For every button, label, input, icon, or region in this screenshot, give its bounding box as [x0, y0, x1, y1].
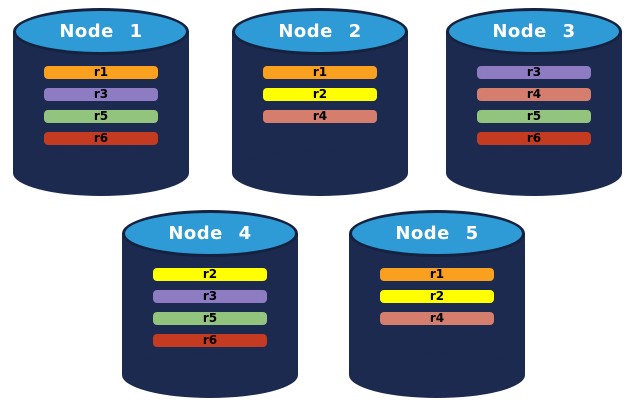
- node-title: Node 4: [168, 223, 252, 244]
- replica-label: r6: [526, 131, 542, 145]
- cylinder-bottom: [122, 352, 298, 398]
- replica-label: r6: [93, 131, 109, 145]
- node-title: Node 3: [492, 21, 576, 42]
- replica-label: r6: [202, 333, 218, 347]
- cylinder-top-ellipse: Node 5: [349, 210, 525, 257]
- replica-bar: r1: [380, 268, 494, 281]
- replica-bar: r3: [153, 290, 267, 303]
- replica-bar: r2: [380, 290, 494, 303]
- replica-bar: r3: [44, 88, 158, 101]
- replica-label: r3: [93, 87, 109, 101]
- node-cylinder-1: Node 1 r1 r3 r5 r6: [13, 8, 189, 196]
- node-cylinder-5: Node 5 r1 r2 r4: [349, 210, 525, 398]
- replica-bar: r5: [44, 110, 158, 123]
- replica-bar: r1: [44, 66, 158, 79]
- replica-list: r2 r3 r5 r6: [122, 268, 298, 347]
- replica-bar: r2: [263, 88, 377, 101]
- replica-label: r1: [93, 65, 109, 79]
- node-cylinder-4: Node 4 r2 r3 r5 r6: [122, 210, 298, 398]
- replica-bar: r6: [153, 334, 267, 347]
- replica-bar: r4: [380, 312, 494, 325]
- node-title: Node 5: [395, 223, 479, 244]
- replica-label: r4: [526, 87, 542, 101]
- cylinder-bottom: [13, 150, 189, 196]
- cylinder-bottom: [349, 352, 525, 398]
- replica-bar: r5: [477, 110, 591, 123]
- cylinder-top-ellipse: Node 1: [13, 8, 189, 55]
- replica-bar: r2: [153, 268, 267, 281]
- replica-label: r3: [526, 65, 542, 79]
- replica-label: r5: [93, 109, 109, 123]
- replica-list: r1 r3 r5 r6: [13, 66, 189, 145]
- cylinder-bottom: [232, 150, 408, 196]
- replica-label: r2: [202, 267, 218, 281]
- replica-label: r1: [429, 267, 445, 281]
- replica-list: r1 r2 r4: [232, 66, 408, 123]
- replica-label: r5: [202, 311, 218, 325]
- replica-bar: r4: [263, 110, 377, 123]
- replica-bar: r6: [44, 132, 158, 145]
- replica-bar: r3: [477, 66, 591, 79]
- replica-label: r2: [312, 87, 328, 101]
- replica-list: r3 r4 r5 r6: [446, 66, 622, 145]
- node-cylinder-2: Node 2 r1 r2 r4: [232, 8, 408, 196]
- cylinder-top-ellipse: Node 3: [446, 8, 622, 55]
- replica-label: r4: [312, 109, 328, 123]
- replica-list: r1 r2 r4: [349, 268, 525, 325]
- cylinder-top-ellipse: Node 4: [122, 210, 298, 257]
- replica-label: r5: [526, 109, 542, 123]
- cylinder-bottom: [446, 150, 622, 196]
- replica-label: r2: [429, 289, 445, 303]
- replica-bar: r4: [477, 88, 591, 101]
- cylinder-top-ellipse: Node 2: [232, 8, 408, 55]
- replica-label: r4: [429, 311, 445, 325]
- node-title: Node 2: [278, 21, 362, 42]
- replica-label: r1: [312, 65, 328, 79]
- node-title: Node 1: [59, 21, 143, 42]
- replica-bar: r1: [263, 66, 377, 79]
- node-cylinder-3: Node 3 r3 r4 r5 r6: [446, 8, 622, 196]
- replica-bar: r6: [477, 132, 591, 145]
- replica-bar: r5: [153, 312, 267, 325]
- replica-label: r3: [202, 289, 218, 303]
